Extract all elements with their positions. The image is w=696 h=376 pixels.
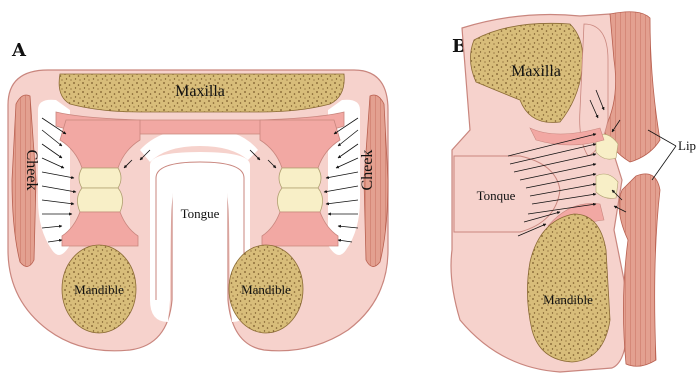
panel-a-cheek-left-label: Cheek: [23, 150, 40, 191]
panel-b: B: [451, 12, 696, 372]
panel-b-mandible-label: Mandible: [543, 292, 593, 307]
panel-a-tongue-label: Tongue: [181, 206, 220, 221]
panel-a: A: [8, 40, 388, 351]
panel-b-lip-label: Lip: [678, 138, 696, 153]
panel-a-mandible-right-label: Mandible: [241, 282, 291, 297]
panel-a-maxilla-label: Maxilla: [175, 83, 225, 100]
panel-a-cheek-right-label: Cheek: [359, 150, 376, 191]
panel-a-letter: A: [11, 40, 27, 61]
panel-a-mandible-left-label: Mandible: [74, 282, 124, 297]
panel-b-maxilla-label: Maxilla: [511, 63, 561, 80]
panel-b-lower-lip: [619, 174, 660, 366]
panel-b-tongue-label: Tonque: [477, 188, 516, 203]
